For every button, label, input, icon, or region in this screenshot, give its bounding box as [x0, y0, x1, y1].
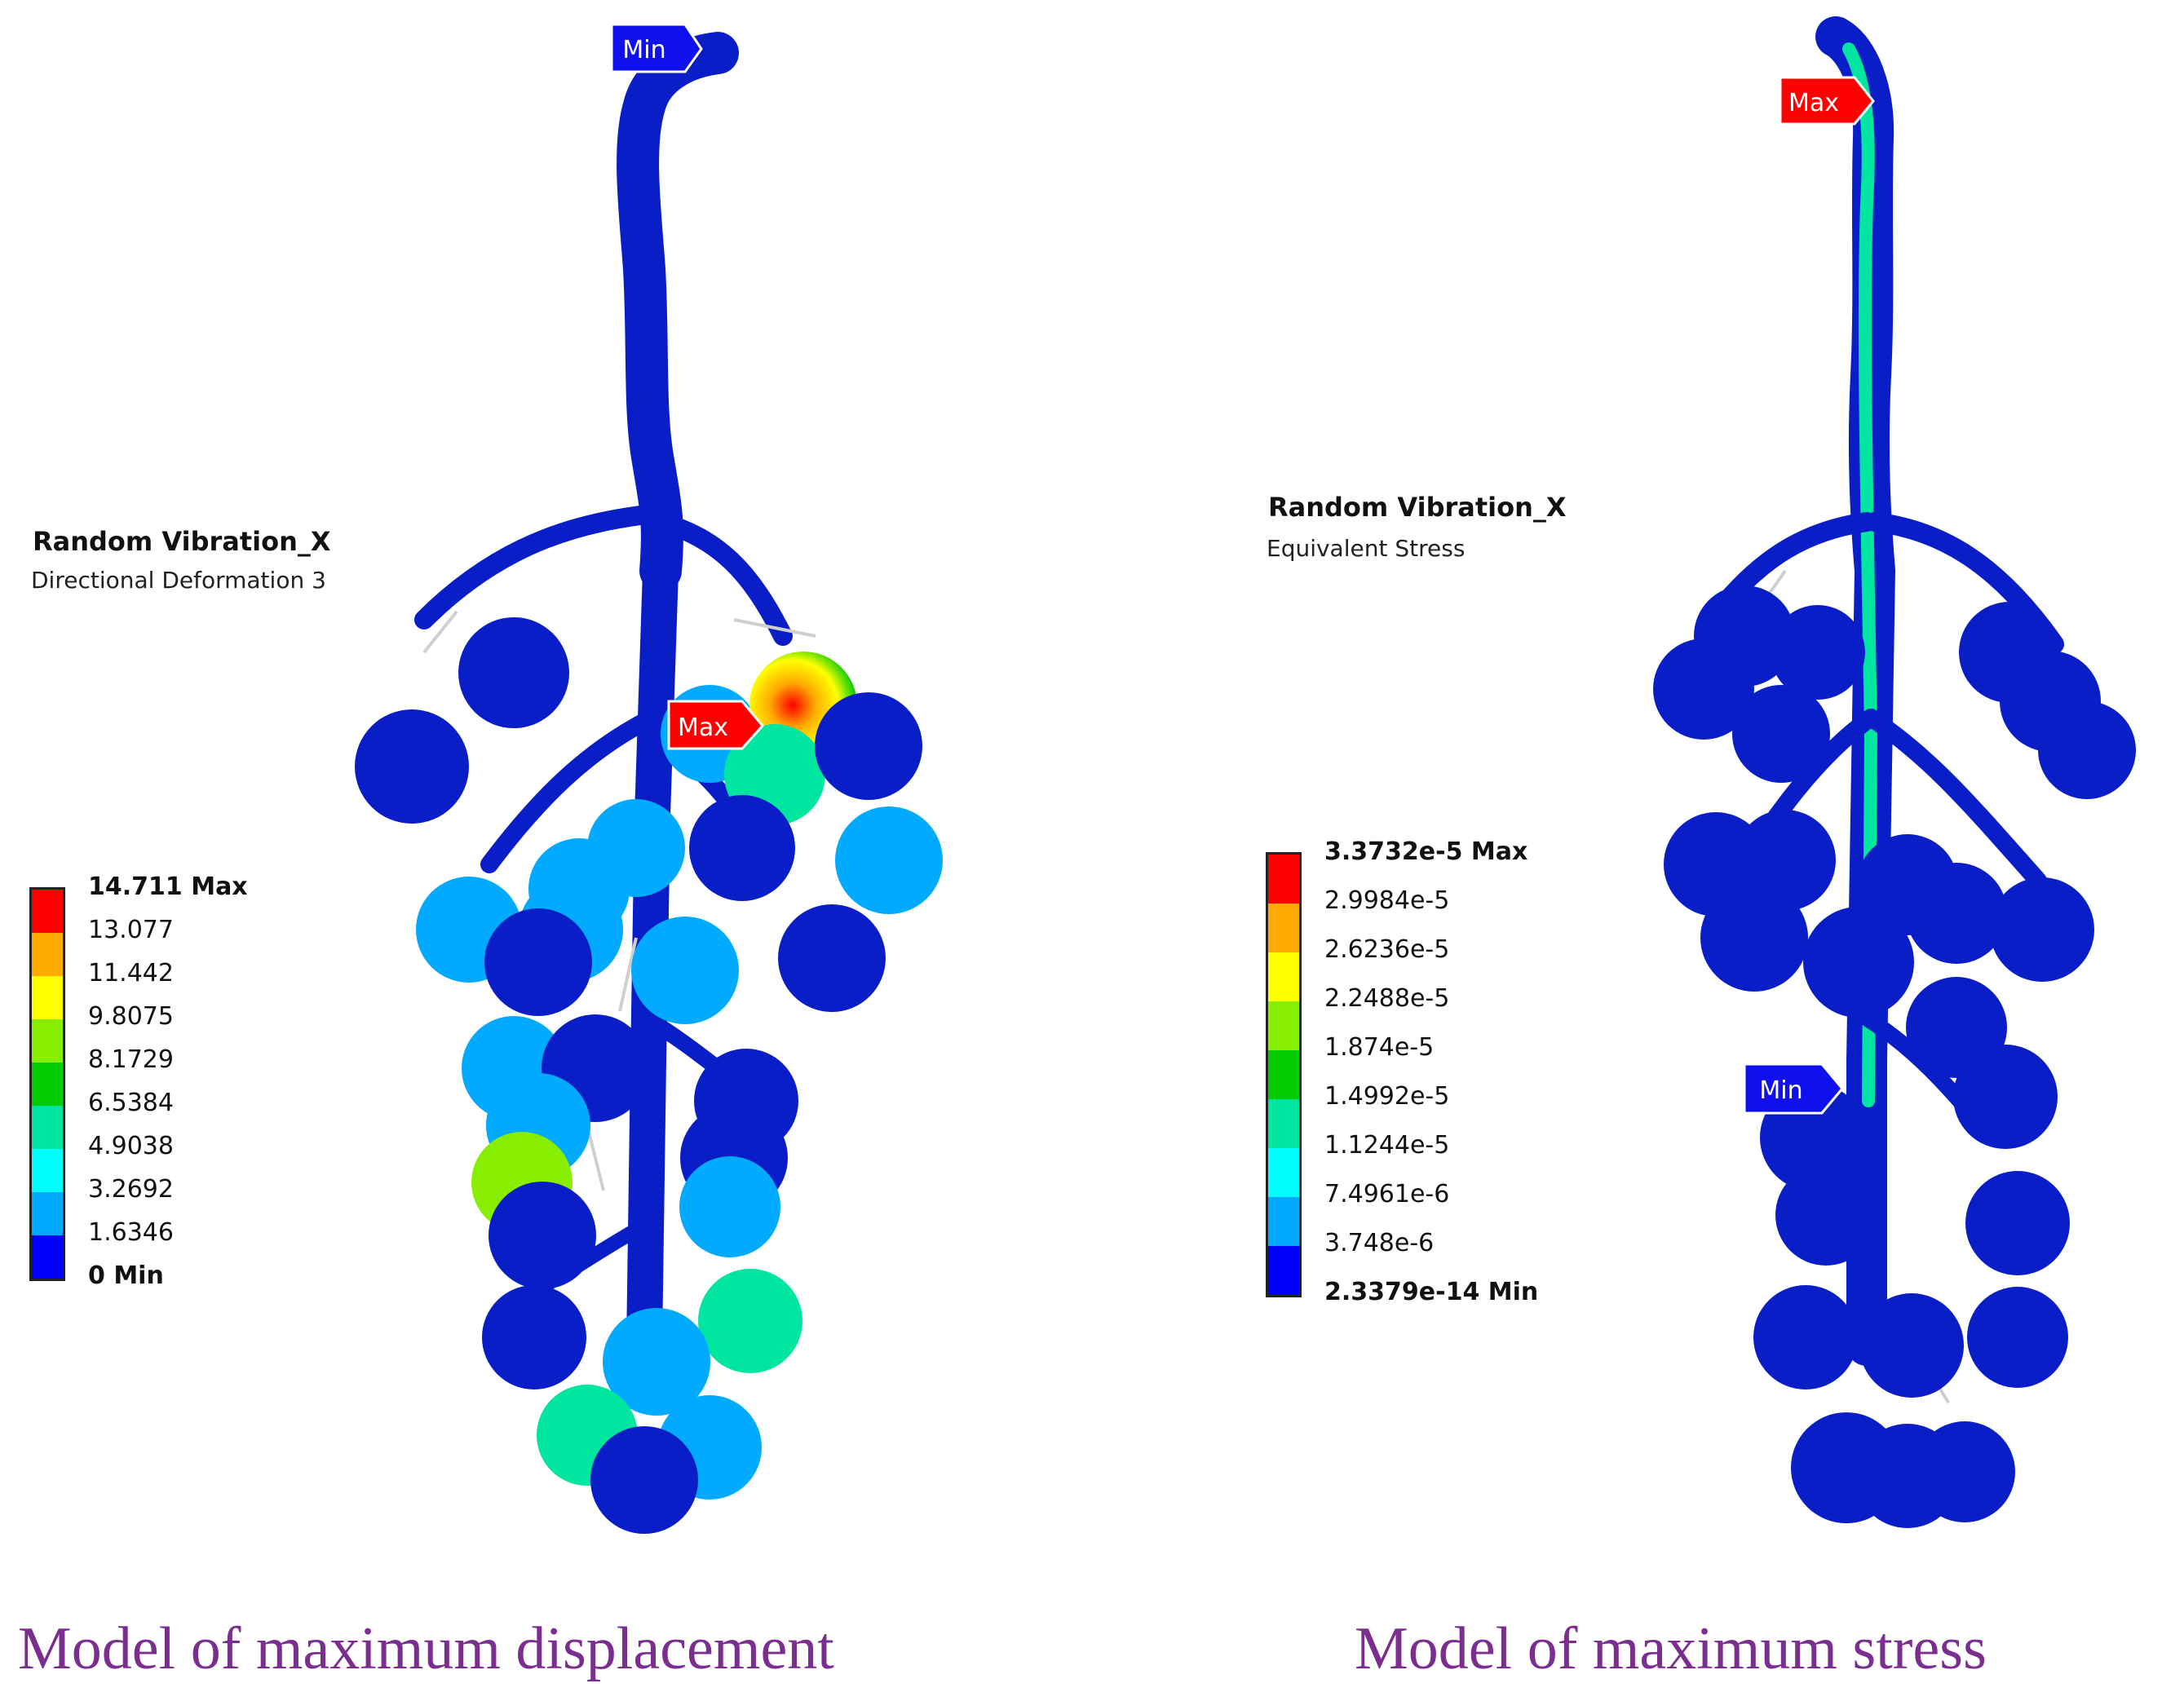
result-title: Random Vibration_X — [33, 526, 331, 557]
legend-label: 3.2692 — [88, 1175, 174, 1204]
legend-swatch — [1268, 1148, 1299, 1197]
legend-color-bar — [29, 887, 65, 1281]
max-marker-label: Max — [1788, 89, 1839, 117]
grape-berries — [355, 617, 943, 1534]
legend-label: 8.1729 — [88, 1045, 174, 1074]
legend-swatch — [32, 1235, 63, 1279]
legend-label: 14.711 Max — [88, 873, 248, 901]
legend-label: 9.8075 — [88, 1002, 174, 1031]
legend-swatch — [32, 933, 63, 976]
max-marker: Max — [1779, 76, 1875, 126]
grape-berries — [1653, 585, 2136, 1528]
legend-label: 2.2488e-5 — [1324, 984, 1450, 1013]
legend-swatch — [1268, 1099, 1299, 1148]
caption: Model of maximum stress — [1355, 1615, 1987, 1682]
legend-swatch — [1268, 1246, 1299, 1295]
legend-label: 3.3732e-5 Max — [1324, 837, 1528, 866]
legend-label: 2.9984e-5 — [1324, 886, 1450, 915]
grape-cluster-deformation-model: Min Max — [355, 23, 943, 1534]
legend-label: 1.6346 — [88, 1218, 174, 1247]
legend-swatch — [1268, 855, 1299, 904]
legend-color-bar — [1266, 852, 1302, 1297]
legend-label: 6.5384 — [88, 1089, 174, 1117]
legend-swatch — [32, 1106, 63, 1149]
legend-swatch — [1268, 1001, 1299, 1050]
legend-label: 13.077 — [88, 916, 174, 944]
legend-swatch — [32, 1063, 63, 1106]
legend-swatch — [32, 976, 63, 1019]
result-subtitle: Directional Deformation 3 — [31, 567, 326, 594]
result-subtitle: Equivalent Stress — [1267, 535, 1466, 562]
grape-cluster-stress-model: Max Min — [1653, 16, 2136, 1528]
min-marker: Min — [1743, 1063, 1844, 1115]
legend-swatch — [32, 1192, 63, 1235]
legend-label: 1.874e-5 — [1324, 1033, 1435, 1062]
legend-swatch — [1268, 904, 1299, 952]
legend-swatch — [32, 1019, 63, 1063]
min-marker-label: Min — [622, 36, 665, 64]
legend-label: 0 Min — [88, 1261, 164, 1290]
legend-swatch — [1268, 952, 1299, 1001]
legend-label: 1.1244e-5 — [1324, 1131, 1450, 1160]
min-marker-label: Min — [1759, 1076, 1802, 1105]
legend-swatch — [1268, 1197, 1299, 1246]
max-marker: Max — [667, 700, 764, 750]
min-marker: Min — [610, 23, 703, 73]
legend-label: 4.9038 — [88, 1132, 174, 1160]
result-title: Random Vibration_X — [1268, 492, 1567, 523]
stress-panel: Random Vibration_X Equivalent Stress 3.3… — [1092, 0, 2184, 1701]
legend-label: 7.4961e-6 — [1324, 1180, 1450, 1208]
caption: Model of maximum displacement — [18, 1615, 834, 1682]
legend-label: 11.442 — [88, 959, 174, 987]
legend-label: 3.748e-6 — [1324, 1229, 1435, 1257]
legend-label: 2.3379e-14 Min — [1324, 1278, 1539, 1306]
max-marker-label: Max — [678, 714, 728, 742]
legend-swatch — [32, 890, 63, 933]
legend-label: 2.6236e-5 — [1324, 935, 1450, 964]
deformation-panel: Random Vibration_X Directional Deformati… — [18, 23, 943, 1682]
legend-swatch — [1268, 1050, 1299, 1099]
legend-label: 1.4992e-5 — [1324, 1082, 1450, 1111]
legend-swatch — [32, 1149, 63, 1192]
